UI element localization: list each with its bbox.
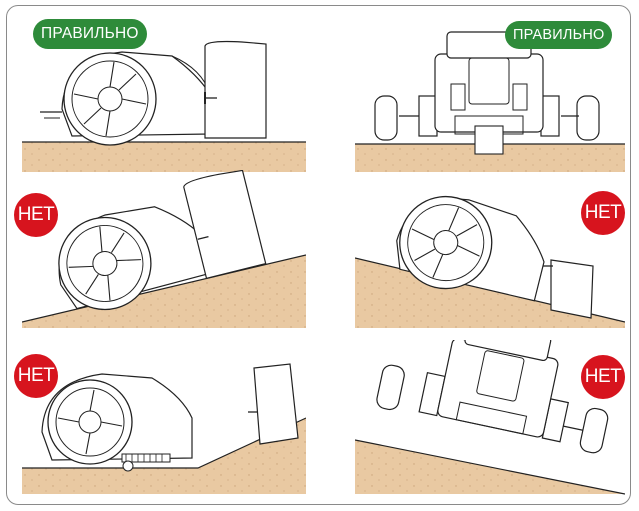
panel-front-side-slope xyxy=(355,340,625,496)
wheel xyxy=(63,52,157,146)
front-side-slope-illustration xyxy=(355,340,625,495)
side-uphill-illustration xyxy=(22,170,306,328)
wrong-badge: НЕТ xyxy=(581,191,625,235)
correct-badge: ПРАВИЛЬНО xyxy=(505,21,613,49)
panel-side-downhill xyxy=(355,170,625,330)
side-slope-edge-illustration xyxy=(22,363,306,494)
side-flat-illustration xyxy=(22,40,306,172)
correct-badge: ПРАВИЛЬНО xyxy=(33,19,147,49)
wrong-badge: НЕТ xyxy=(581,355,625,399)
panel-side-slope-edge xyxy=(22,340,306,496)
panel-side-flat xyxy=(22,14,306,174)
panel-side-uphill xyxy=(22,170,306,330)
wrong-badge: НЕТ xyxy=(14,354,58,398)
side-downhill-illustration xyxy=(355,195,625,328)
wrong-badge: НЕТ xyxy=(14,193,58,237)
